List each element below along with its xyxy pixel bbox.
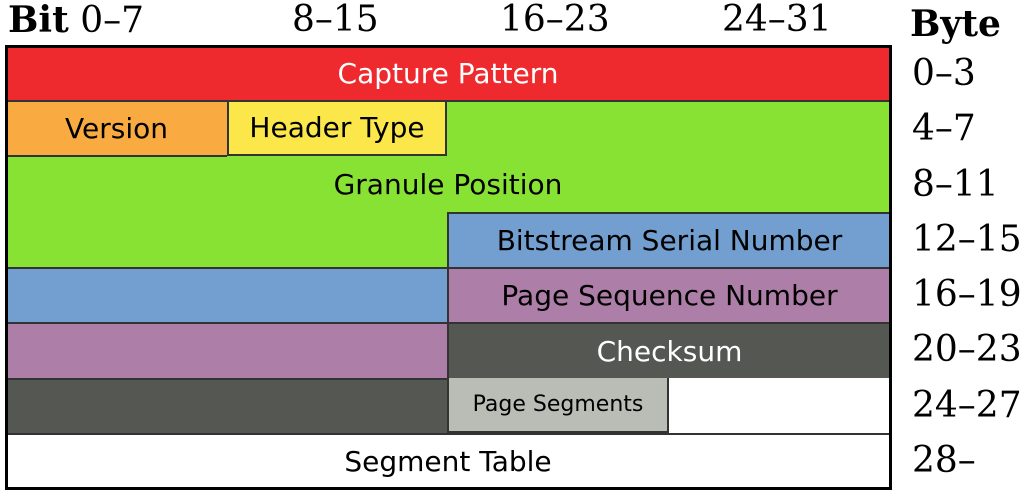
bit-range-3: 24–31 [722,0,832,40]
byte-offset-3: 12–15 [912,219,1022,260]
byte-offset-2: 8–11 [912,164,999,205]
header-type-field: Header Type [227,101,447,156]
capture-pattern-label: Capture Pattern [337,57,559,90]
capture-pattern-field: Capture Pattern [6,46,890,101]
version-field: Version [6,101,227,156]
bit-range-0: 0–7 [80,0,144,41]
byte-offset-6: 24–27 [912,385,1022,426]
checksum-label: Checksum [596,334,743,368]
diagram-outer-border [5,45,892,490]
separator-row-1 [6,100,890,102]
byte-offset-7: 28– [912,440,976,481]
separator-version-bottom [6,155,227,157]
granule-position-fill-top [447,101,890,212]
granule-position-fill-bottom [6,156,447,267]
version-label: Version [65,112,168,145]
bit-header-0-7: Bit 0–7 [8,0,144,41]
granule-position-label: Granule Position [333,167,563,201]
byte-offset-1: 4–7 [912,108,976,149]
bit-word: Bit [8,0,69,41]
bit-range-2: 16–23 [500,0,610,40]
header-type-label: Header Type [249,111,425,144]
page-segments-label: Page Segments [472,392,644,417]
segment-table-label: Segment Table [344,445,552,478]
checksum-field: Checksum [447,322,890,378]
segment-table-field: Segment Table [6,433,890,488]
byte-offset-5: 20–23 [912,329,1022,370]
page-sequence-number-field: Page Sequence Number [447,267,890,322]
page-sequence-number-fill [6,322,447,378]
page-sequence-number-label: Page Sequence Number [501,279,838,312]
bitstream-serial-number-fill [6,267,447,322]
page-segments-field: Page Segments [447,378,669,433]
byte-offset-4: 16–19 [912,274,1022,315]
checksum-fill [6,378,447,433]
bitstream-serial-number-label: Bitstream Serial Number [496,224,843,257]
bitstream-serial-number-field: Bitstream Serial Number [447,212,890,267]
byte-offset-0: 0–3 [912,53,976,94]
byte-header: Byte [910,3,1001,45]
bit-range-1: 8–15 [292,0,379,40]
